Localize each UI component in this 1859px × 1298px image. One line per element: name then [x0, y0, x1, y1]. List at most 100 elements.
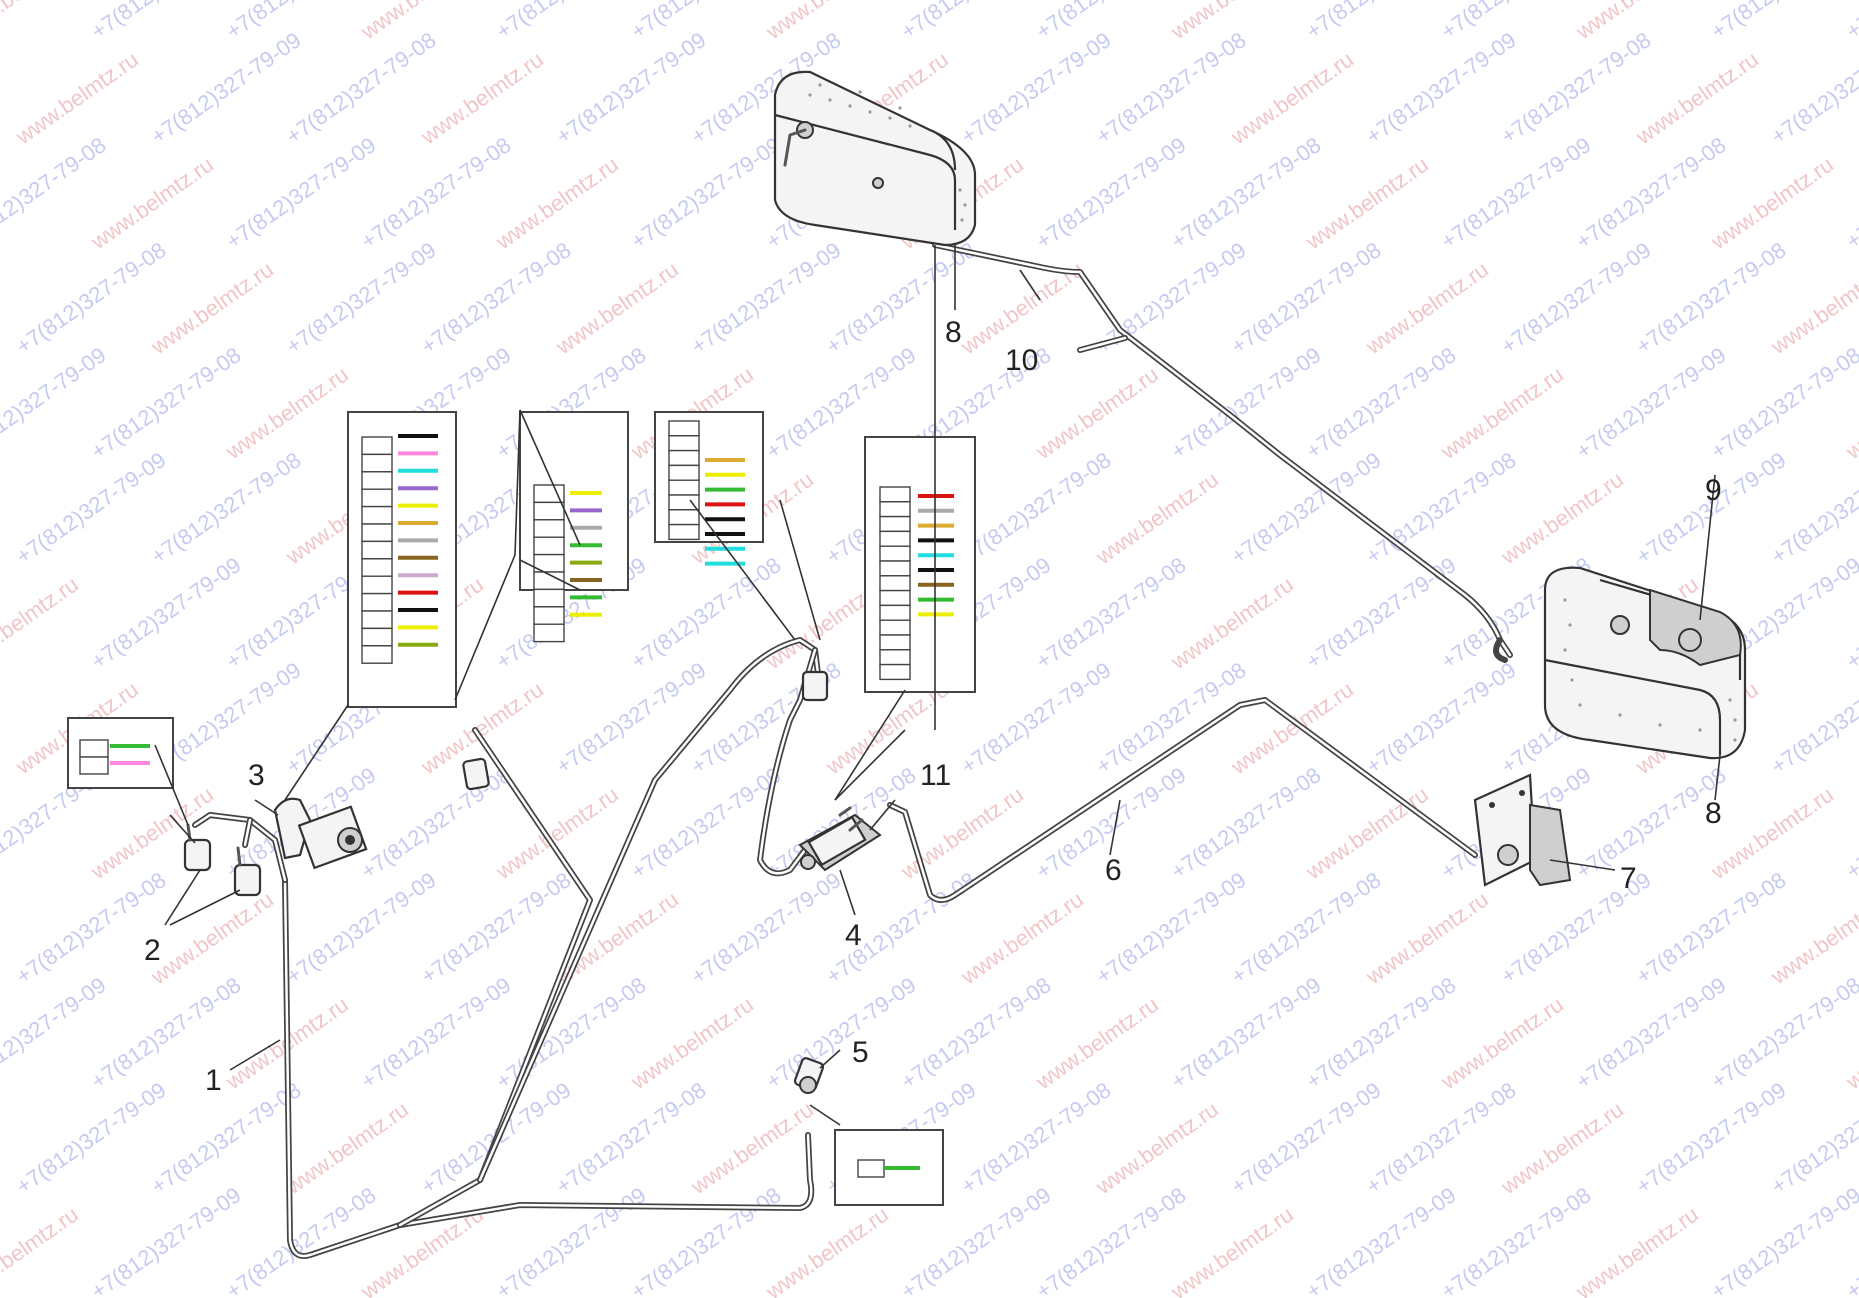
watermark-text: +7(812)327-79-08	[896, 972, 1055, 1094]
watermark-text: +7(812)327-79-08	[356, 762, 515, 884]
table-cell	[361, 610, 393, 630]
lamp-lens-texture	[1563, 598, 1737, 742]
lamp-bulb-socket	[1678, 628, 1702, 652]
watermark-text: www.belmtz.ru	[281, 1097, 413, 1200]
watermark-text: www.belmtz.ru	[0, 1202, 83, 1298]
table-cell	[361, 471, 393, 490]
table-cell	[879, 634, 911, 651]
watermark-text: +7(812)327-79-09	[896, 0, 1055, 44]
table-cell	[361, 436, 393, 456]
watermark-text: +7(812)327-79-09	[1631, 1077, 1790, 1199]
table-cell	[668, 479, 700, 496]
watermark-text: +7(812)327-79-08	[1496, 27, 1655, 149]
table-cell	[879, 545, 911, 562]
table-cell	[668, 523, 700, 541]
rear-lamp-lower	[1543, 566, 1747, 760]
socket-part-3	[273, 797, 368, 870]
watermark-text: +7(812)327-79-09	[1166, 972, 1325, 1094]
watermark-text: +7(812)327-79-09	[1361, 657, 1520, 779]
table-cell	[668, 464, 700, 481]
watermark-text: +7(812)327-79-09	[1301, 1182, 1460, 1298]
table-cell	[361, 453, 393, 473]
watermark-text: +7(812)327-79-08	[1301, 342, 1460, 464]
watermark-text: +7(812)327-79-08	[1226, 237, 1385, 359]
connector-5-table	[834, 1129, 944, 1206]
watermark-text: +7(812)327-79-08	[956, 447, 1115, 569]
watermark-text: +7(812)327-79-08	[146, 447, 305, 569]
callout-3: 3	[248, 759, 265, 792]
connector-b-table	[519, 411, 629, 643]
callout-6: 6	[1105, 854, 1122, 887]
table-cell	[879, 560, 911, 577]
watermark-text: www.belmtz.ru	[1766, 257, 1859, 360]
watermark-text: +7(812)327-79-09	[86, 0, 245, 44]
watermark-text: +7(812)327-79-08	[1091, 27, 1250, 149]
callout-5: 5	[852, 1036, 869, 1069]
plug-connector-b	[462, 757, 490, 791]
watermark-text: +7(812)327-79-09	[1166, 342, 1325, 464]
watermark-text: www.belmtz.ru	[0, 572, 83, 675]
watermark-text: +7(812)327-79-09	[356, 972, 515, 1094]
callout-9: 9	[1705, 474, 1722, 507]
watermark-text: +7(812)327-79-08	[281, 27, 440, 149]
watermark-text: +7(812)327-79-09	[11, 447, 170, 569]
watermark-text: +7(812)327-79-09	[1361, 27, 1520, 149]
watermark-text: +7(812)327-79-08	[1091, 657, 1250, 779]
watermark-text: www.belmtz.ru	[1496, 467, 1628, 570]
connector-3-table	[347, 411, 457, 708]
watermark-text: +7(812)327-79-08	[1706, 342, 1859, 464]
watermark-text: +7(812)327-79-08	[1031, 0, 1190, 44]
watermark-text: +7(812)327-79-09	[221, 132, 380, 254]
table-cell	[533, 501, 565, 521]
watermark-text: +7(812)327-79-09	[686, 867, 845, 989]
connector-4-table	[864, 436, 976, 693]
watermark-text: +7(812)327-79-09	[761, 972, 920, 1094]
watermark-text: www.belmtz.ru	[146, 887, 278, 990]
watermark-text: +7(812)327-79-08	[1361, 1077, 1520, 1199]
table-cell	[668, 494, 700, 511]
table-cell	[533, 536, 565, 556]
inline-connector-11	[798, 806, 882, 872]
watermark-text: +7(812)327-79-08	[416, 237, 575, 359]
watermark-text: www.belmtz.ru	[1496, 1097, 1628, 1200]
watermark-text: +7(812)327-79-09	[86, 1182, 245, 1298]
sensor-part-7	[1473, 773, 1572, 887]
table-cell	[361, 505, 393, 525]
watermark-text: +7(812)327-79-09	[1706, 1182, 1859, 1298]
table-cell	[79, 739, 109, 758]
connector-c-table	[654, 411, 764, 566]
watermark-text: +7(812)327-79-08	[551, 1077, 710, 1199]
plug-part-5-tip	[799, 1076, 817, 1094]
table-cell	[361, 540, 393, 560]
table-cell	[879, 604, 911, 621]
watermark-text: +7(812)327-79-08	[146, 1077, 305, 1199]
watermark-text: www.belmtz.ru	[1631, 47, 1763, 150]
watermark-text: +7(812)327-79-09	[1301, 0, 1460, 44]
leader-lines	[154, 245, 1721, 1126]
table-cell	[361, 558, 393, 577]
table-cell	[79, 756, 109, 775]
watermark-text: +7(812)327-79-09	[1226, 447, 1385, 569]
watermark-text: +7(812)327-79-09	[956, 27, 1115, 149]
table-cell	[879, 515, 911, 533]
rear-lamp-upper	[773, 70, 977, 247]
watermark-text: +7(812)327-79-08	[1631, 237, 1790, 359]
table-cell	[879, 589, 911, 607]
table-cell	[361, 575, 393, 595]
watermark-text: +7(812)327-79-09	[1766, 657, 1859, 779]
watermark-text: www.belmtz.ru	[956, 887, 1088, 990]
table-cell	[879, 530, 911, 547]
table-cell	[879, 619, 911, 636]
watermark-text: +7(812)327-79-08	[1031, 1182, 1190, 1298]
watermark-text: +7(812)327-79-09	[1436, 132, 1595, 254]
watermark-text: +7(812)327-79-08	[356, 132, 515, 254]
watermark-text: www.belmtz.ru	[1091, 467, 1223, 570]
plug-connector-c	[801, 670, 829, 702]
watermark-text: www.belmtz.ru	[1361, 257, 1493, 360]
watermark-text: +7(812)327-79-08	[491, 972, 650, 1094]
table-cell	[879, 575, 911, 592]
watermark-text: +7(812)327-79-09	[1031, 132, 1190, 254]
table-cell	[361, 592, 393, 612]
watermark-text: +7(812)327-79-08	[1571, 132, 1730, 254]
